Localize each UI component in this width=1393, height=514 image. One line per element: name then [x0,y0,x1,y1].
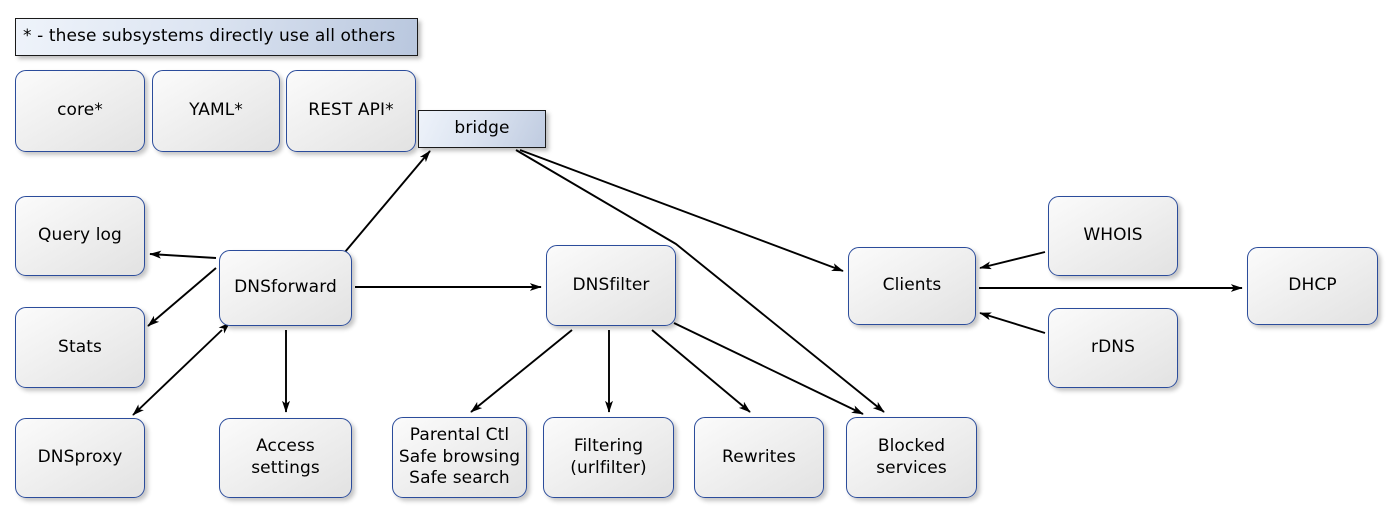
node-dnsfilter[interactable]: DNSfilter [546,245,676,326]
node-core[interactable]: core* [15,70,145,152]
edge-dnsforward-to-querylog [149,250,217,259]
node-access[interactable]: Access settings [219,418,352,498]
edge-dnsforward-to-stats [147,267,217,327]
node-filtering[interactable]: Filtering (urlfilter) [543,417,674,498]
edge-dnsfilter-to-parental [470,329,573,413]
edge-dnsforward-dnsproxy [132,322,231,416]
node-dhcp[interactable]: DHCP [1247,247,1378,325]
node-clients[interactable]: Clients [848,247,976,325]
edge-dnsfilter-to-rewrites [651,329,751,413]
node-whois[interactable]: WHOIS [1048,196,1178,276]
legend-box: * - these subsystems directly use all ot… [15,18,418,56]
node-blocked[interactable]: Blocked services [846,417,977,498]
node-restapi[interactable]: REST API* [286,70,416,152]
node-yaml[interactable]: YAML* [152,70,280,152]
node-dnsproxy[interactable]: DNSproxy [15,418,145,498]
edge-dnsfilter-to-blocked [673,322,864,415]
node-parental[interactable]: Parental Ctl Safe browsing Safe search [392,417,527,498]
node-querylog[interactable]: Query log [15,196,145,276]
edge-whois-to-clients [979,251,1046,270]
node-dnsforward[interactable]: DNSforward [219,250,352,326]
edge-dnsforward-to-bridge [344,150,431,253]
edge-rdns-to-clients [979,312,1046,334]
node-bridge[interactable]: bridge [418,110,546,148]
node-rdns[interactable]: rDNS [1048,308,1178,388]
node-stats[interactable]: Stats [15,307,145,388]
node-rewrites[interactable]: Rewrites [694,417,824,498]
